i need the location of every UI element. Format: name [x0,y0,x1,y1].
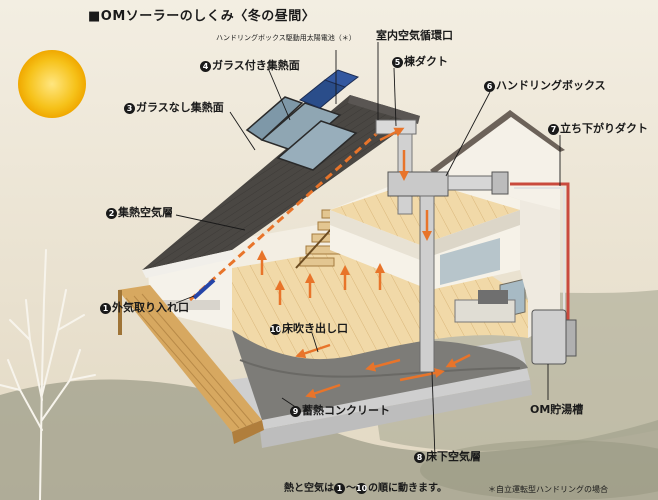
number-badge: 3 [124,103,135,114]
sun-icon [18,50,86,118]
leader-lines [175,42,561,459]
number-badge: 10 [356,483,368,494]
air-layer [189,118,393,302]
glass-collector [245,96,358,171]
number-badge: 7 [548,124,559,135]
footnote: ＊自立運転型ハンドリングの場合 [488,485,608,494]
number-badge: 1 [100,303,111,314]
number-badge: 1 [334,483,345,494]
pv-panel [299,69,360,109]
handling-box [387,171,449,197]
number-badge: 8 [414,452,425,463]
wood-deck [118,285,262,432]
roof [142,95,420,270]
ground [0,379,658,500]
number-badge: 9 [290,406,301,417]
number-badge: 5 [392,57,403,68]
number-badge: 6 [484,81,495,92]
bare-tree [0,249,96,500]
label-indoor-air: 室内空気循環口 [376,29,453,42]
number-badge: 2 [106,208,117,219]
hot-water-tank [531,309,577,365]
number-badge: 4 [200,61,211,72]
descending-duct [510,182,570,340]
label-floor-vent: 10床吹き出し口 [270,322,348,335]
number-badge: 10 [270,324,282,335]
airflow-arrows [257,127,471,399]
page-title: ■OMソーラーのしくみ〈冬の昼間〉 [88,9,316,24]
label-hot-water-tank: OM貯湯槽 [530,403,584,416]
label-pv-battery: ハンドリングボックス駆動用太陽電池（＊） [216,34,356,42]
